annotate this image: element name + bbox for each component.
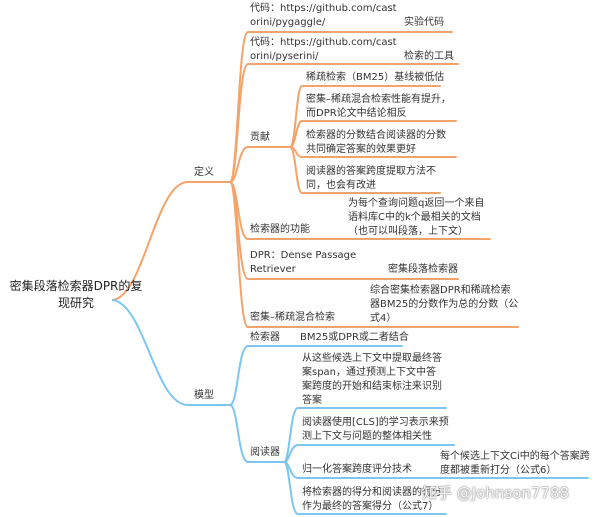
contribution-node: 贡献 bbox=[250, 132, 270, 143]
model-reader-node: 阅读器 bbox=[250, 447, 280, 458]
contribution-item-4: 阅读器的答案跨度提取方法不同，也会有改进 bbox=[306, 166, 436, 191]
contribution-link bbox=[229, 146, 291, 183]
root-topic: 密集段落检索器DPR的复现研究 bbox=[9, 279, 143, 310]
dpr-node: DPR：Dense Passage Retriever bbox=[250, 250, 357, 275]
hybrid-desc: 综合密集检索器DPR和稀疏检索器BM25的分数作为总的分数（公式4） bbox=[370, 285, 519, 324]
hybrid-link bbox=[229, 181, 363, 328]
model-branches bbox=[112, 299, 589, 515]
watermark: 知乎 @Johnson7788 bbox=[422, 484, 570, 502]
retriever-function-desc: 为每个查询问题q返回一个来自语料库C中的k个最相关的文档（也可以叫段落，上下文） bbox=[348, 198, 485, 237]
definition-branches bbox=[112, 31, 519, 328]
contrib-item2-link bbox=[289, 120, 457, 148]
reader-item-3: 归一化答案跨度评分技术 bbox=[302, 464, 412, 475]
contribution-item-2: 密集–稀疏混合检索性能有提升，而DPR论文中结论相反 bbox=[306, 94, 451, 119]
reader-item-3-desc: 每个候选上下文Ci中的每个答案跨度都被重新打分（公式6） bbox=[440, 451, 590, 476]
reader-item4-link bbox=[283, 461, 447, 515]
code2-text: 代码：https://github.com/castorini/pyserini… bbox=[250, 37, 397, 62]
code1-note: 实验代码 bbox=[404, 17, 444, 28]
reader-item2-link bbox=[283, 444, 455, 463]
contribution-item-1: 稀疏检索（BM25）基线被低估 bbox=[306, 72, 445, 83]
model-node: 模型 bbox=[194, 390, 214, 401]
contribution-item-3: 检索器的分数结合阅读器的分数共同确定答案的效果更好 bbox=[306, 130, 446, 155]
reader-item-2: 阅读器使用[CLS]的学习表示来预测上下文与问题的整体相关性 bbox=[302, 417, 449, 442]
root-to-model-link bbox=[112, 299, 189, 406]
root-to-definition-link bbox=[112, 181, 189, 301]
model-retriever-desc: BM25或DPR或二者结合 bbox=[300, 332, 409, 343]
retriever-function-node: 检索器的功能 bbox=[250, 224, 310, 235]
contrib-item4-link bbox=[289, 146, 441, 194]
definition-node: 定义 bbox=[194, 167, 214, 178]
code1-text: 代码：https://github.com/castorini/pygaggle… bbox=[250, 3, 397, 28]
code2-link bbox=[229, 63, 459, 183]
reader-item-1: 从这些候选上下文中提取最终答案span，通过预测上下文中答案跨度的开始和结束标注… bbox=[302, 353, 442, 406]
code2-note: 检索的工具 bbox=[404, 51, 454, 62]
model-reader-link bbox=[229, 404, 285, 463]
model-retriever-node: 检索器 bbox=[250, 332, 280, 343]
reader-item-4: 将检索器的得分和阅读器的得分作为最终的答案得分（公式7） bbox=[302, 487, 442, 512]
hybrid-node: 密集–稀疏混合检索 bbox=[250, 312, 335, 323]
dpr-note: 密集段落检索器 bbox=[388, 264, 458, 275]
model-retriever-link bbox=[229, 345, 285, 406]
